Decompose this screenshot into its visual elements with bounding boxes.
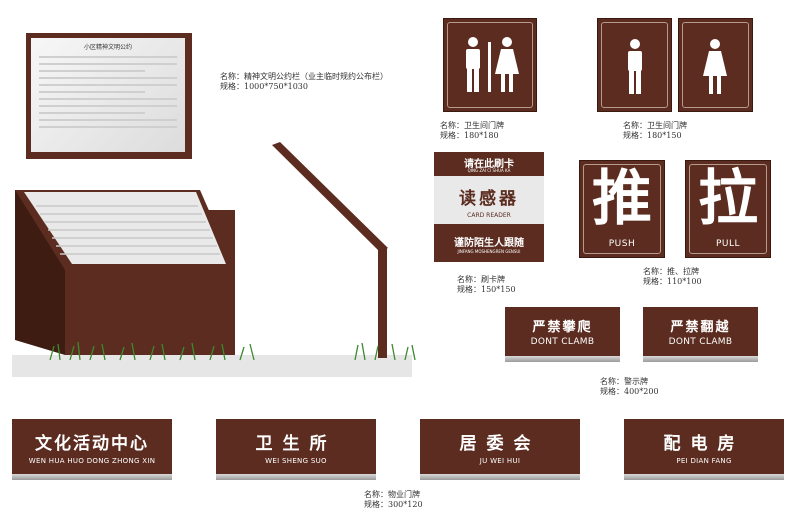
warning-sign-2-en: DONT CLAMB (668, 337, 733, 347)
door-plate-en: JU WEI HUI (479, 457, 521, 465)
restroom-small-caption-size: 规格：180*150 (623, 131, 682, 140)
card-reader-caption-size: 规格：150*150 (457, 285, 516, 294)
push-sign: 推 PUSH (579, 160, 665, 258)
restroom-small-caption-name: 名称：卫生间门牌 (623, 121, 687, 130)
man-icon (628, 39, 642, 94)
warning-sign-2-text: 严禁翻越 (670, 320, 731, 335)
door-plate-en: WEN HUA HUO DONG ZHONG XIN (28, 457, 156, 465)
bulletin-caption-size: 规格：1000*750*1030 (220, 82, 308, 91)
push-pull-caption-size: 规格：110*100 (643, 277, 702, 286)
warning-sign-1-text: 严禁攀爬 (532, 320, 593, 335)
woman-icon (703, 39, 727, 94)
warning-sign-no-climb: 严禁攀爬 DONT CLAMB (505, 307, 620, 362)
card-reader-main-en: CARD READER (467, 212, 511, 219)
door-plate-power-room: 配电房 PEI DIAN FANG (624, 419, 784, 480)
door-plates-caption-size: 规格：300*120 (364, 500, 423, 509)
push-label: PUSH (608, 239, 636, 249)
card-reader-bottom-pinyin: JINFANG MOSHENGREN GENSUI (457, 249, 521, 254)
door-plate-committee: 居委会 JU WEI HUI (420, 419, 580, 480)
door-plate-en: PEI DIAN FANG (676, 457, 732, 465)
door-plate-cn: 居委会 (459, 434, 541, 454)
restroom-sign-female (678, 18, 753, 112)
man-woman-icon (466, 37, 519, 92)
card-reader-sign: 请在此刷卡 QING ZAI CI SHUA KA 读感器 CARD READE… (434, 152, 544, 262)
card-reader-panel: 读感器 CARD READER (434, 176, 544, 224)
pull-label: PULL (715, 239, 741, 249)
bulletin-text-lines (31, 56, 185, 128)
card-reader-bottom: 谨防陌生人跟随 (454, 238, 524, 249)
door-plate-cn: 文化活动中心 (35, 434, 149, 454)
restroom-large-caption-name: 名称：卫生间门牌 (440, 121, 504, 130)
card-reader-main: 读感器 (459, 189, 519, 209)
warning-sign-1-en: DONT CLAMB (530, 337, 595, 347)
push-char: 推 (592, 164, 652, 234)
restroom-large-caption-size: 规格：180*180 (440, 131, 499, 140)
card-reader-top-pinyin: QING ZAI CI SHUA KA (467, 168, 511, 173)
bulletin-board-front: 小区精神文明公约 (26, 33, 192, 159)
door-plates-caption-name: 名称：物业门牌 (364, 490, 420, 499)
door-plate-cn: 卫生所 (255, 434, 337, 454)
pull-sign: 拉 PULL (685, 160, 771, 258)
bulletin-panel: 小区精神文明公约 (31, 38, 185, 152)
door-plate-en: WEI SHENG SUO (265, 457, 327, 465)
pull-char: 拉 (698, 164, 758, 234)
bulletin-caption-name: 名称：精神文明公约栏（业主临时规约公布栏） (220, 72, 388, 81)
card-reader-caption-name: 名称：刷卡牌 (457, 275, 505, 284)
door-plate-cn: 配电房 (663, 434, 745, 454)
push-pull-caption-name: 名称：推、拉牌 (643, 267, 699, 276)
card-reader-top: 请在此刷卡 (464, 159, 514, 170)
bulletin-title: 小区精神文明公约 (83, 44, 132, 51)
warning-sign-no-cross: 严禁翻越 DONT CLAMB (643, 307, 758, 362)
door-plate-clinic: 卫生所 WEI SHENG SUO (216, 419, 376, 480)
door-plate-activity-center: 文化活动中心 WEN HUA HUO DONG ZHONG XIN (12, 419, 172, 480)
bulletin-stand-illustration (12, 142, 416, 377)
warning-caption-size: 规格：400*200 (600, 387, 659, 396)
restroom-sign-large (443, 18, 537, 112)
warning-caption-name: 名称：警示牌 (600, 377, 648, 386)
restroom-sign-male (597, 18, 672, 112)
